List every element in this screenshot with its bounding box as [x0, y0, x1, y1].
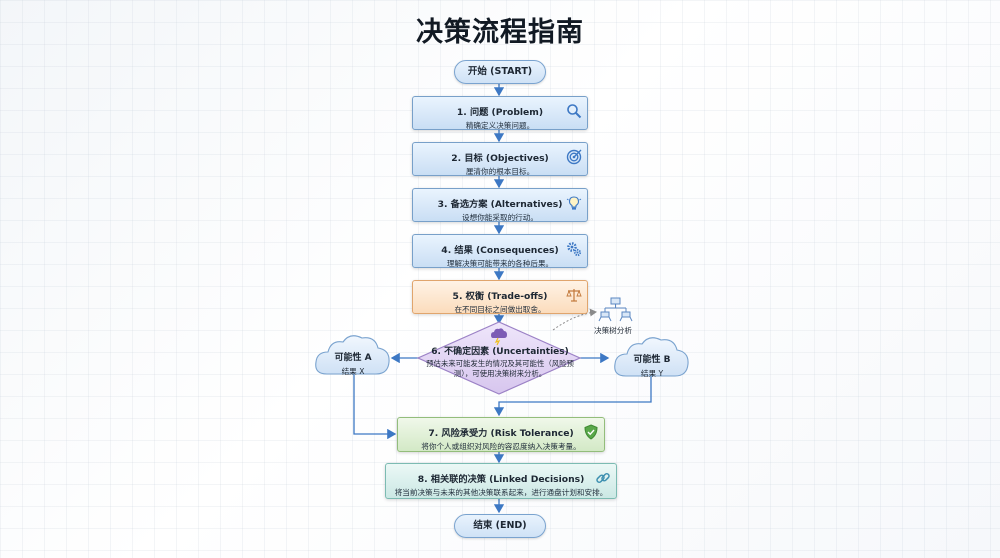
step-desc: 设想你能采取的行动。 — [462, 213, 538, 222]
uncertainty-node: 6. 不确定因素 (Uncertainties) 预估未来可能发生的情况及其可能… — [420, 344, 580, 379]
step-risk-tolerance: 7. 风险承受力 (Risk Tolerance) 将你个人或组织对风险的容忍度… — [397, 417, 605, 452]
possibility-title: 可能性 A — [334, 353, 372, 363]
step-title: 3. 备选方案 (Alternatives) — [437, 199, 563, 210]
step-title: 6. 不确定因素 (Uncertainties) — [431, 347, 569, 357]
possibility-title: 可能性 B — [633, 355, 671, 365]
uncertainty-diamond — [416, 321, 582, 395]
step-desc: 将当前决策与未来的其他决策联系起来，进行通盘计划和安排。 — [394, 488, 608, 497]
step-objectives: 2. 目标 (Objectives) 厘清你的根本目标。 — [412, 142, 588, 176]
start-node: 开始 (START) — [454, 60, 546, 84]
shield-icon — [584, 424, 598, 440]
step-desc: 预估未来可能发生的情况及其可能性（风险预测），可使用决策树来分析。 — [426, 359, 574, 378]
step-consequences: 4. 结果 (Consequences) 理解决策可能带来的各种后果。 — [412, 234, 588, 268]
possibility-b: 可能性 B 结果 Y — [617, 352, 687, 379]
page-title: 决策流程指南 — [416, 17, 584, 48]
end-node: 结束 (END) — [454, 514, 546, 538]
step-title: 8. 相关联的决策 (Linked Decisions) — [417, 474, 585, 485]
arrow-b-7 — [493, 376, 652, 417]
step-desc: 理解决策可能带来的各种后果。 — [446, 259, 554, 268]
decision-tree-icon — [598, 297, 633, 322]
dotted-link-tree — [552, 308, 597, 331]
lightbulb-icon — [566, 196, 582, 210]
step-desc: 精确定义决策问题。 — [465, 121, 535, 130]
step-linked-decisions: 8. 相关联的决策 (Linked Decisions) 将当前决策与未来的其他… — [385, 463, 617, 499]
storm-cloud-icon — [491, 328, 507, 346]
magnifier-icon — [567, 104, 582, 119]
gears-icon — [567, 242, 582, 257]
possibility-desc: 结果 Y — [640, 369, 664, 378]
step-desc: 将你个人或组织对风险的容忍度纳入决策考量。 — [421, 442, 581, 451]
step-desc: 厘清你的根本目标。 — [465, 167, 535, 176]
step-title: 1. 问题 (Problem) — [456, 107, 544, 118]
step-problem: 1. 问题 (Problem) 精确定义决策问题。 — [412, 96, 588, 130]
arrow-a-7 — [353, 372, 397, 440]
scale-icon — [566, 289, 582, 302]
step-title: 2. 目标 (Objectives) — [451, 153, 549, 164]
step-tradeoffs: 5. 权衡 (Trade-offs) 在不同目标之间做出取舍。 — [412, 280, 588, 314]
target-icon — [566, 149, 582, 165]
step-desc: 在不同目标之间做出取舍。 — [454, 305, 546, 314]
decision-tree-label: 决策树分析 — [594, 326, 632, 335]
possibility-desc: 结果 X — [341, 367, 365, 376]
step-title: 4. 结果 (Consequences) — [441, 245, 559, 256]
cloud-b-shape — [614, 337, 689, 377]
cloud-a-shape — [315, 335, 390, 375]
possibility-a: 可能性 A 结果 X — [318, 350, 388, 377]
step-alternatives: 3. 备选方案 (Alternatives) 设想你能采取的行动。 — [412, 188, 588, 222]
link-icon — [596, 472, 610, 484]
step-title: 5. 权衡 (Trade-offs) — [452, 291, 548, 302]
step-title: 7. 风险承受力 (Risk Tolerance) — [428, 428, 574, 439]
